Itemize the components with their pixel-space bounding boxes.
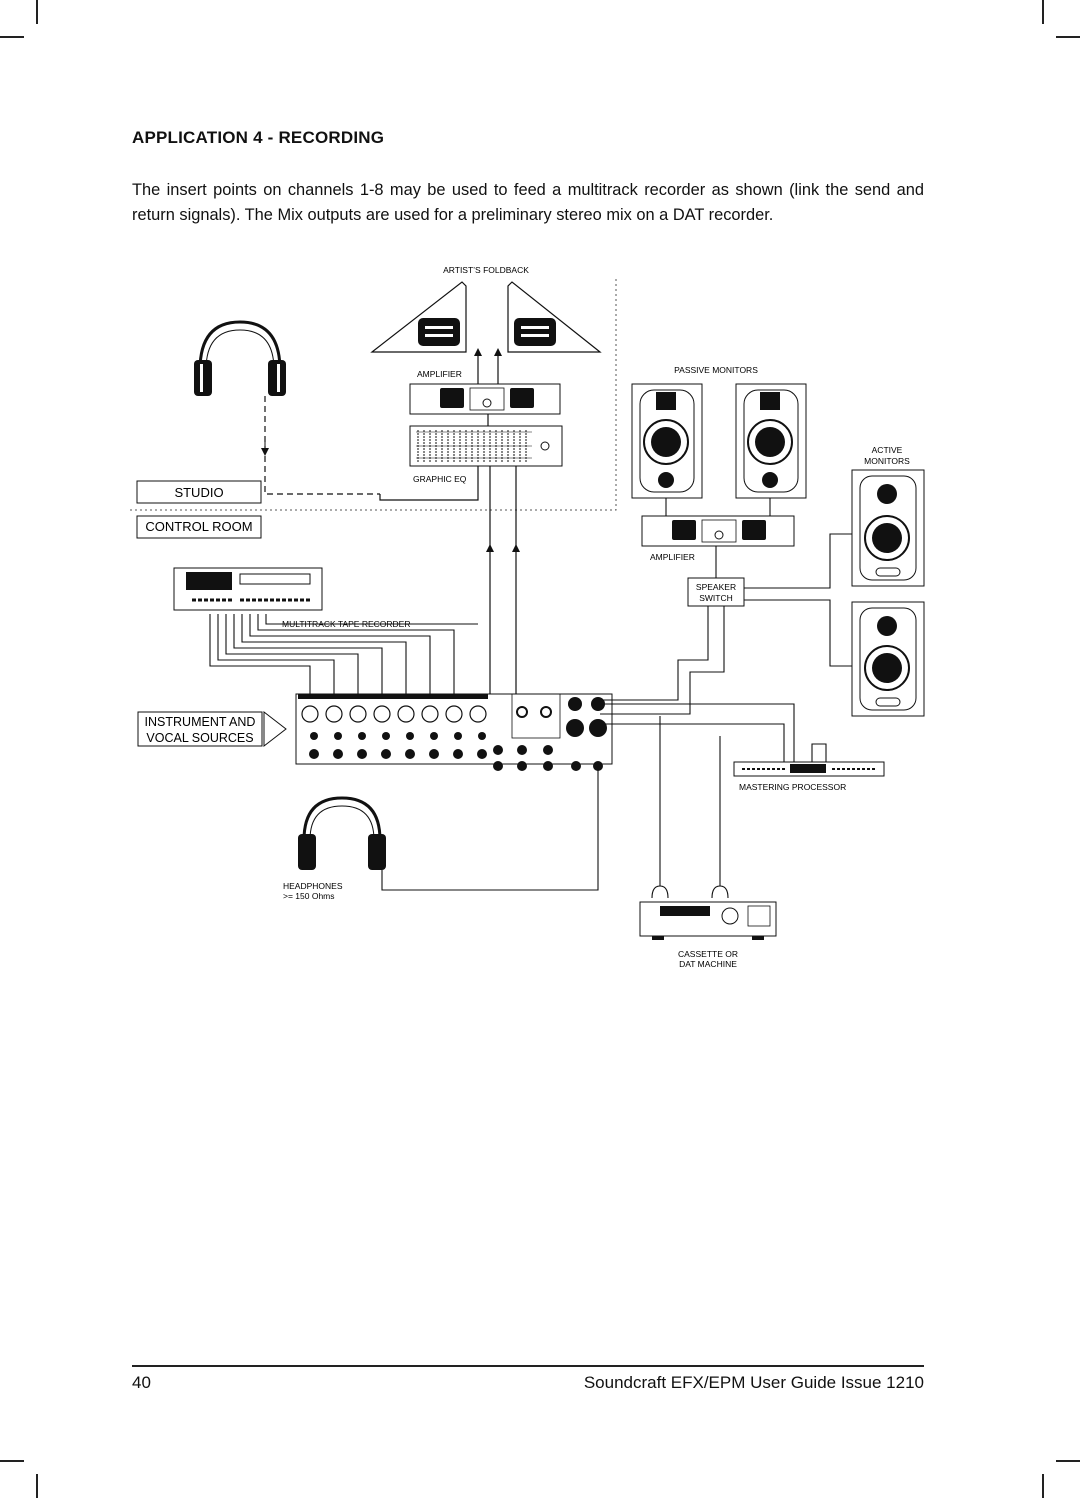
- passive-monitor-right: [735, 383, 807, 499]
- footer-rule: [132, 1365, 924, 1367]
- crop-mark: [36, 1474, 38, 1498]
- section-heading: APPLICATION 4 - RECORDING: [132, 128, 385, 147]
- label-graphic-eq: GRAPHIC EQ: [413, 474, 467, 484]
- crop-mark: [1056, 1460, 1080, 1462]
- amplifier-top: [409, 383, 561, 415]
- label-headphones-2: >= 150 Ohms: [283, 891, 335, 901]
- label-passive-monitors: PASSIVE MONITORS: [674, 365, 758, 375]
- label-amplifier-right: AMPLIFIER: [650, 552, 695, 562]
- footer-title: Soundcraft EFX/EPM User Guide Issue 1210: [583, 1373, 924, 1392]
- label-studio: STUDIO: [174, 485, 223, 500]
- amplifier-right: [641, 515, 795, 547]
- graphic-eq: [409, 425, 563, 467]
- headphones-control-icon: [298, 796, 386, 870]
- label-dat-1: CASSETTE OR: [678, 949, 738, 959]
- dat-machine: [639, 901, 777, 940]
- studio-boundary: [130, 278, 617, 511]
- headphones-studio-icon: [194, 320, 286, 396]
- crop-mark: [36, 0, 38, 24]
- intro-line-1: The insert points on channels 1-8 may be…: [132, 181, 924, 199]
- label-mastering: MASTERING PROCESSOR: [739, 782, 846, 792]
- foldback-wedge-left: [370, 281, 467, 353]
- crop-mark: [1042, 1474, 1044, 1498]
- label-active-1: ACTIVE: [872, 445, 903, 455]
- mixer-rear-panel: [295, 693, 613, 771]
- multitrack-recorder: [173, 567, 323, 611]
- label-control-room: CONTROL ROOM: [145, 519, 252, 534]
- label-speaker-switch-1: SPEAKER: [696, 582, 736, 592]
- label-amplifier-top: AMPLIFIER: [417, 369, 462, 379]
- crop-mark: [0, 1460, 24, 1462]
- label-headphones-1: HEADPHONES: [283, 881, 343, 891]
- crop-mark: [0, 36, 24, 38]
- intro-paragraph: The insert points on channels 1-8 may be…: [132, 178, 924, 228]
- label-active-2: MONITORS: [864, 456, 910, 466]
- crop-mark: [1056, 36, 1080, 38]
- foldback-wedge-right: [507, 281, 602, 353]
- crop-mark: [1042, 0, 1044, 24]
- mastering-processor: [733, 761, 885, 777]
- passive-monitor-left: [631, 383, 703, 499]
- speaker-switch: [687, 577, 745, 607]
- label-speaker-switch-2: SWITCH: [699, 593, 733, 603]
- label-dat-2: DAT MACHINE: [679, 959, 737, 969]
- label-instrument-1: INSTRUMENT AND: [145, 715, 256, 729]
- page-number: 40: [132, 1373, 151, 1392]
- label-instrument-2: VOCAL SOURCES: [146, 731, 253, 745]
- intro-line-2: return signals). The Mix outputs are use…: [132, 206, 774, 224]
- active-monitor-top: [851, 469, 925, 587]
- active-monitor-bottom: [851, 601, 925, 717]
- label-artists-foldback: ARTIST’S FOLDBACK: [443, 265, 529, 275]
